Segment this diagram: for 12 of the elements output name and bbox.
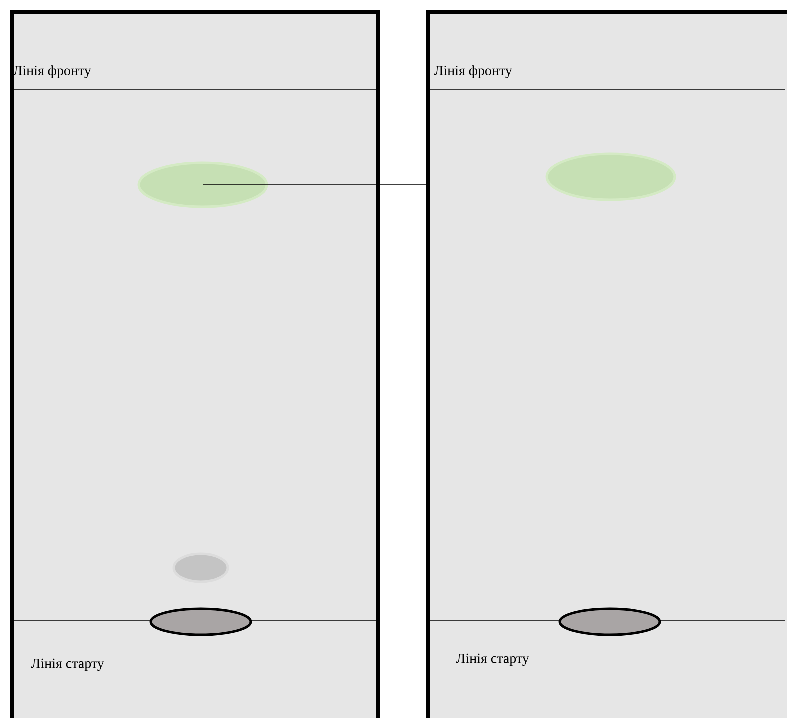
plate — [10, 10, 380, 718]
spot — [172, 552, 230, 584]
start-label: Лінія старту — [31, 658, 104, 672]
spot — [138, 162, 268, 208]
plate — [426, 10, 787, 718]
spot — [150, 608, 252, 636]
spot — [558, 608, 662, 636]
front-label: Лінія фронту — [13, 66, 92, 78]
spot — [546, 152, 676, 202]
front-label: Лінія фронту — [434, 66, 512, 78]
guide-line — [202, 184, 428, 186]
start-label: Лінія старту — [456, 654, 530, 666]
